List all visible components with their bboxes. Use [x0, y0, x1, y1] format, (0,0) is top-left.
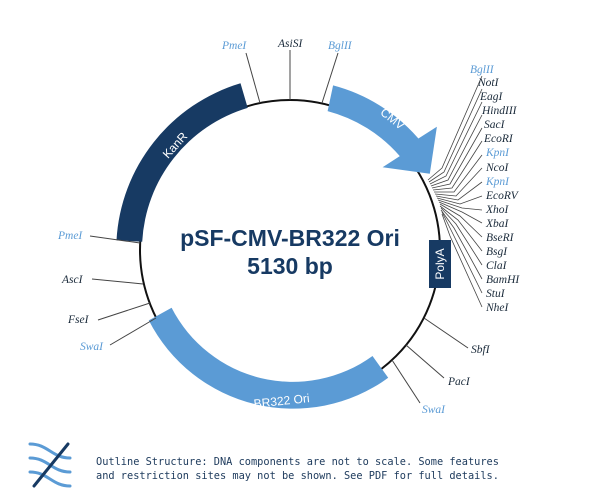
site-pmei-left[interactable]: PmeI	[57, 230, 83, 242]
plasmid-size: 5130 bp	[247, 253, 333, 279]
site-xhoi[interactable]: XhoI	[485, 204, 510, 216]
site-ncoi[interactable]: NcoI	[485, 162, 510, 174]
dna-helix-logo-icon	[28, 442, 72, 488]
site-sbfi[interactable]: SbfI	[471, 344, 491, 356]
site-swai-right[interactable]: SwaI	[422, 404, 446, 416]
site-clai[interactable]: ClaI	[486, 260, 508, 272]
site-markers-left	[89, 235, 157, 346]
polya-feature[interactable]	[429, 240, 451, 288]
site-eagi[interactable]: EagI	[479, 91, 504, 103]
site-markers-top	[245, 50, 339, 104]
site-pmei-top[interactable]: PmeI	[221, 40, 247, 52]
site-paci[interactable]: PacI	[447, 376, 471, 388]
footer-note: Outline Structure: DNA components are no…	[96, 455, 586, 483]
site-noti[interactable]: NotI	[477, 77, 500, 89]
site-nhei[interactable]: NheI	[485, 302, 510, 314]
site-bglii-right[interactable]: BglII	[470, 64, 495, 76]
site-markers-right	[427, 75, 483, 308]
site-bseri[interactable]: BseRI	[486, 232, 515, 244]
site-bsgi[interactable]: BsgI	[486, 246, 508, 258]
footer-line-2: and restriction sites may not be shown. …	[96, 470, 499, 482]
site-saci[interactable]: SacI	[484, 119, 506, 131]
br322-ori-feature[interactable]	[148, 307, 389, 409]
site-stui[interactable]: StuI	[486, 288, 506, 300]
br322-ori-label: BR322 Ori	[253, 391, 310, 411]
site-fsei[interactable]: FseI	[67, 314, 90, 326]
site-kpni-1[interactable]: KpnI	[485, 147, 510, 159]
kanr-feature[interactable]	[116, 83, 248, 242]
site-markers-lower-right	[391, 317, 469, 404]
site-hindiii[interactable]: HindIII	[481, 105, 518, 117]
site-asci[interactable]: AscI	[61, 274, 84, 286]
polya-label: PolyA	[433, 248, 447, 279]
site-kpni-2[interactable]: KpnI	[485, 176, 510, 188]
site-asisi[interactable]: AsiSI	[277, 38, 303, 50]
plasmid-name: pSF-CMV-BR322 Ori	[180, 225, 400, 251]
site-bglii-top[interactable]: BglII	[328, 40, 353, 52]
site-bamhi[interactable]: BamHI	[486, 274, 520, 286]
site-ecori[interactable]: EcoRI	[483, 133, 514, 145]
cmv-feature[interactable]	[327, 85, 437, 174]
footer-line-1: Outline Structure: DNA components are no…	[96, 456, 499, 468]
site-swai-left[interactable]: SwaI	[80, 341, 104, 353]
site-ecorv[interactable]: EcoRV	[485, 190, 520, 202]
site-xbai[interactable]: XbaI	[485, 218, 510, 230]
